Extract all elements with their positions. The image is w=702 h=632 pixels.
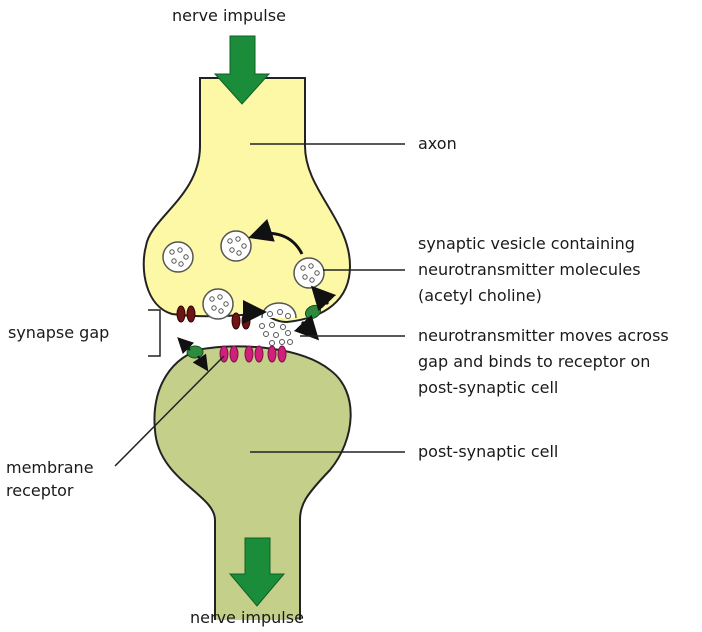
moves-label-line-1: neurotransmitter moves across xyxy=(418,324,669,348)
axon-terminal xyxy=(144,78,350,322)
membrane-label-line-2: receptor xyxy=(6,479,74,503)
axon-label: axon xyxy=(418,132,457,156)
synapse-gap-label: synapse gap xyxy=(8,321,109,345)
moves-label-line-3: post-synaptic cell xyxy=(418,376,558,400)
vesicle-label-line-3: (acetyl choline) xyxy=(418,284,542,308)
nerve-impulse-top-label: nerve impulse xyxy=(172,4,286,28)
nerve-impulse-bottom-label: nerve impulse xyxy=(190,606,304,630)
vesicle-label-line-2: neurotransmitter molecules xyxy=(418,258,641,282)
vesicle-label-line-1: synaptic vesicle containing xyxy=(418,232,635,256)
membrane-label-line-1: membrane xyxy=(6,456,94,480)
transporter-protein xyxy=(187,346,203,358)
post-synaptic-cell-label: post-synaptic cell xyxy=(418,440,558,464)
moves-label-line-2: gap and binds to receptor on xyxy=(418,350,650,374)
